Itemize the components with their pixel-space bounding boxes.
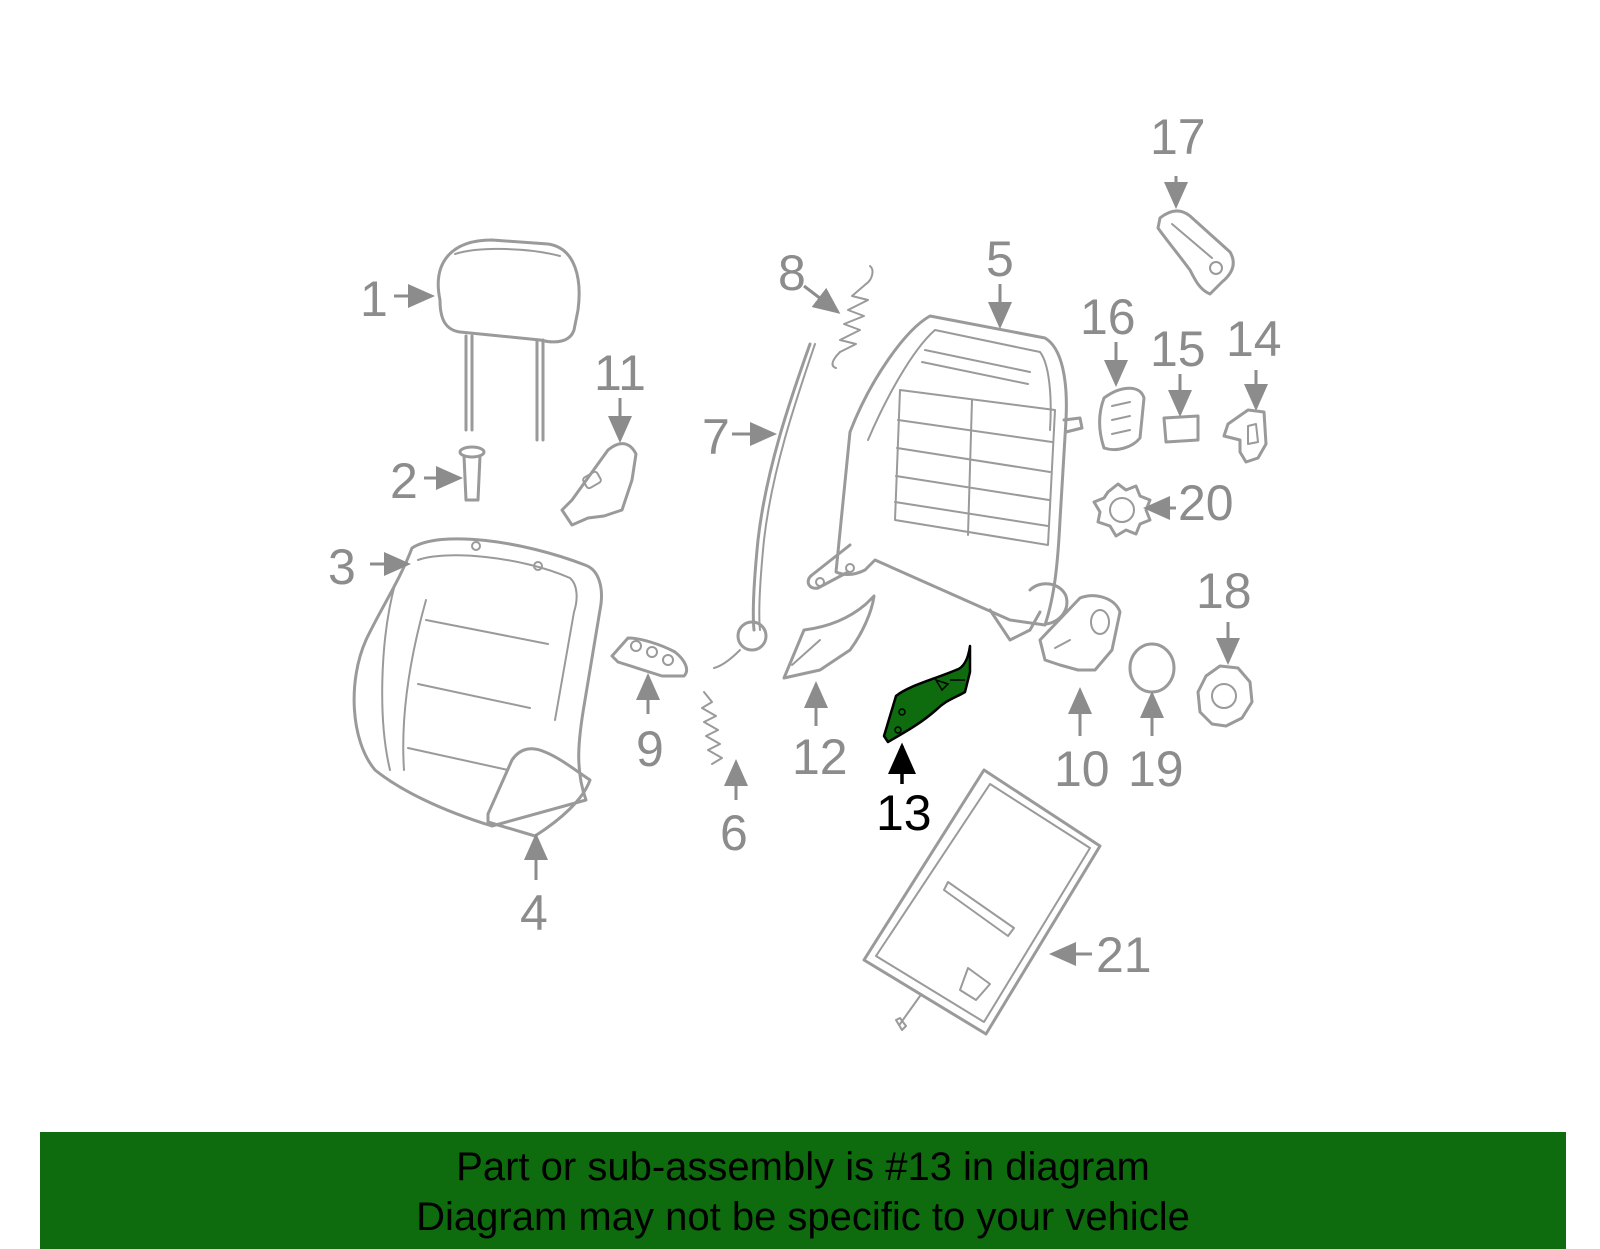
part-16-handle	[1098, 386, 1146, 452]
banner-line-disclaimer: Diagram may not be specific to your vehi…	[416, 1195, 1190, 1239]
label-10: 10	[1054, 741, 1110, 797]
label-17: 17	[1150, 109, 1206, 165]
part-9-bracket	[610, 636, 689, 678]
label-9: 9	[636, 721, 664, 777]
label-21: 21	[1096, 927, 1152, 983]
callout-labels: 1 2 3 4 5 6 7 8 9 10 11 12 13 14 15 16 1…	[328, 109, 1282, 983]
part-8-spring	[831, 265, 874, 369]
part-21-mat	[862, 768, 1102, 1036]
label-11: 11	[594, 345, 646, 401]
label-8: 8	[778, 245, 806, 301]
label-18: 18	[1196, 563, 1252, 619]
part-10-side-bracket	[1038, 594, 1122, 672]
label-14: 14	[1226, 311, 1282, 367]
label-4: 4	[520, 885, 548, 941]
label-19: 19	[1128, 741, 1184, 797]
part-3-back-cover	[352, 537, 603, 828]
label-6: 6	[720, 805, 748, 861]
part-15-block	[1162, 414, 1200, 444]
part-13-highlighted-bracket	[882, 644, 972, 744]
label-15: 15	[1150, 321, 1206, 377]
part-17-cover	[1156, 209, 1235, 296]
callout-arrows	[370, 176, 1268, 966]
label-3: 3	[328, 539, 356, 595]
label-13-highlighted: 13	[876, 785, 932, 841]
label-5: 5	[986, 231, 1014, 287]
part-14-clip	[1222, 408, 1268, 464]
part-2-guide-sleeve	[458, 445, 486, 502]
part-20-gear	[1092, 482, 1152, 538]
label-7: 7	[702, 409, 730, 465]
banner-line-part: Part or sub-assembly is #13 in diagram	[456, 1145, 1150, 1189]
part-19-ring	[1128, 642, 1176, 694]
part-5-frame	[806, 314, 1084, 642]
part-1-headrest	[436, 238, 581, 442]
part-6-spring	[701, 691, 723, 765]
part-7-cable	[713, 342, 816, 669]
part-12-trim	[782, 594, 876, 680]
label-1: 1	[360, 271, 388, 327]
part-18-cap	[1196, 664, 1254, 728]
label-2: 2	[390, 453, 418, 509]
part-4-back-panel	[486, 747, 592, 838]
part-11-bracket	[560, 442, 638, 527]
label-20: 20	[1178, 475, 1234, 531]
label-16: 16	[1080, 289, 1136, 345]
label-12: 12	[792, 729, 848, 785]
info-banner: Part or sub-assembly is #13 in diagram D…	[40, 1132, 1566, 1249]
